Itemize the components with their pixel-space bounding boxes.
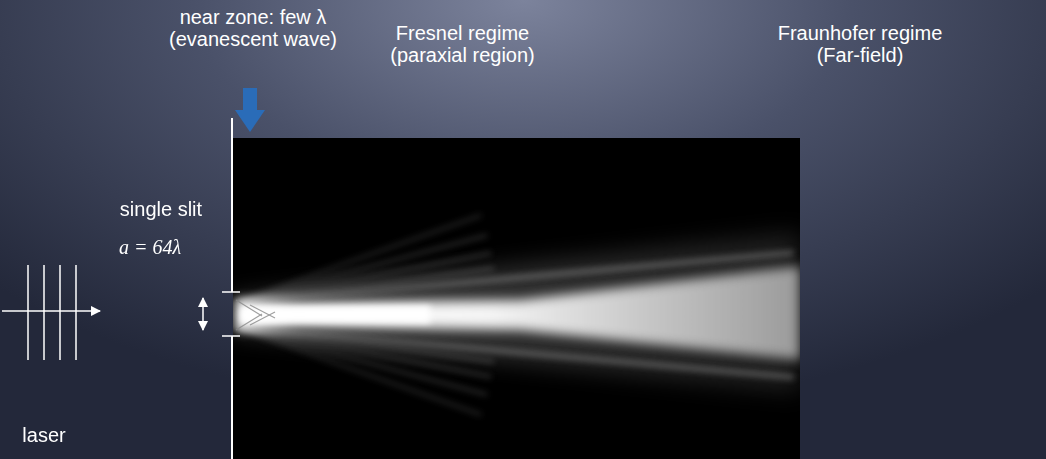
text-label: Fresnel regime (paraxial region) (370, 22, 555, 66)
text-label: Fraunhofer regime (Far-field) (760, 22, 960, 66)
diffraction-beam (233, 215, 800, 414)
text-label: single slit (96, 198, 226, 220)
text-label: laser (14, 424, 74, 446)
slit-width-arrow (202, 298, 204, 330)
near-zone-arrow (235, 88, 265, 132)
plane-wavefronts (2, 265, 100, 360)
field-region (233, 138, 800, 459)
text-label: a = 64λ (100, 236, 200, 258)
text-label: near zone: few λ (evanescent wave) (158, 6, 348, 50)
